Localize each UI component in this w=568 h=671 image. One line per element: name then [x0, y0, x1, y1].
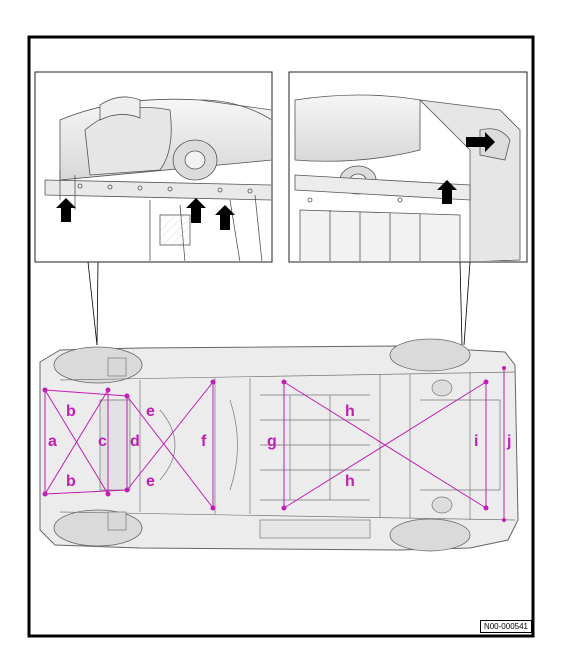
- right-arrow-icon: [466, 132, 495, 152]
- up-arrow-icon: [437, 180, 457, 204]
- inset-front-detail: [34, 71, 273, 263]
- dimension-label-e-bottom: e: [146, 473, 155, 490]
- underbody-view: [39, 338, 519, 552]
- dimension-label-i: i: [474, 433, 478, 450]
- dimension-label-c: c: [98, 433, 107, 450]
- dimension-label-j: j: [506, 433, 511, 450]
- dimension-label-b-top: b: [66, 403, 76, 420]
- reference-code: N00-000541: [479, 620, 532, 633]
- up-arrow-icon: [186, 198, 206, 223]
- measuring-points: [42, 366, 506, 522]
- dimension-label-a: a: [48, 433, 57, 450]
- dimension-label-h-bottom: h: [345, 473, 355, 490]
- up-arrow-icon: [215, 205, 235, 230]
- wheel-front-right: [53, 509, 143, 547]
- dimension-label-g: g: [267, 433, 277, 450]
- dimension-label-f: f: [201, 433, 207, 450]
- wheel-rear-right: [389, 518, 471, 552]
- leader-line-front: [87, 261, 98, 346]
- dimension-label-e-top: e: [146, 403, 155, 420]
- up-arrow-icon: [56, 198, 76, 222]
- dimension-label-b-bottom: b: [66, 473, 76, 490]
- inset-rear-detail: [288, 71, 528, 263]
- leader-line-rear-2: [463, 261, 471, 346]
- wheel-front-left: [53, 346, 143, 384]
- dimension-label-h-top: h: [345, 403, 355, 420]
- dimension-label-d: d: [130, 433, 140, 450]
- leader-line-front-2: [96, 261, 99, 346]
- wheel-rear-left: [389, 338, 471, 372]
- leader-line-rear: [459, 261, 463, 346]
- dimension-lines: [44, 368, 505, 520]
